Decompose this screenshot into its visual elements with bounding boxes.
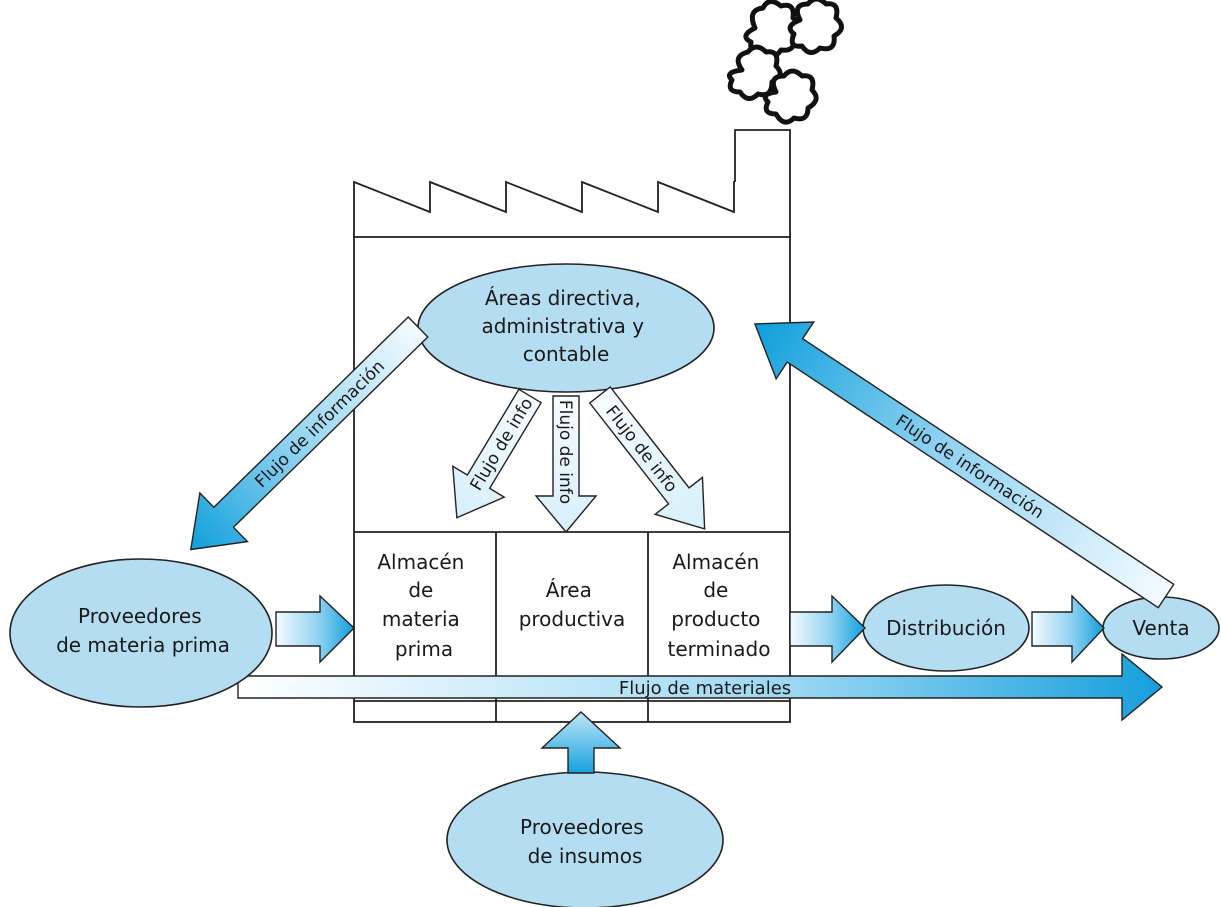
flow-arrow-warehouse-to-distribution [789,594,866,664]
distribution-node: Distribución [862,584,1030,672]
info-flow-arrow-left: Flujo de información [189,316,429,551]
management-areas-node: Áreas directiva, administrativa y contab… [417,263,715,393]
flow-arrow-distribution-to-sale [1031,594,1105,664]
flow-arrow-suppliers-to-warehouse [275,594,356,664]
materials-flow-arrow: Flujo de materiales [237,652,1164,722]
svg-text:Flujo de materiales: Flujo de materiales [619,678,791,699]
raw-material-suppliers-node: Proveedores de materia prima [9,558,273,708]
smoke-cloud-icon [727,0,844,125]
info-down-arrow-2: Flujo de info [534,395,598,534]
supply-providers-node: Proveedores de insumos [446,771,724,907]
svg-text:Proveedores de materia p: Proveedores de materia prima [56,604,230,657]
finished-warehouse-label: Almacén de producto terminado [668,550,771,661]
svg-text:Venta: Venta [1132,616,1189,640]
factory-roof-icon [353,180,735,237]
svg-text:Flujo de info: Flujo de info [601,402,681,497]
svg-text:Flujo de información: Flujo de información [251,357,389,493]
svg-text:Flujo de info: Flujo de info [555,400,575,504]
chimney-icon [734,129,791,237]
info-down-arrow-1: Flujo de info [451,388,543,519]
sale-node: Venta [1102,596,1220,660]
flow-arrow-supplies-up [540,711,622,774]
svg-text:Flujo de info: Flujo de info [467,395,538,495]
svg-text:Proveedores de insumos: Proveedores de insumos [520,815,650,868]
svg-text:Áreas directiva, adminis: Áreas directiva, administrativa y contab… [481,286,650,366]
info-flow-arrow-right: Flujo de información [753,321,1175,609]
svg-text:Flujo de información: Flujo de información [892,411,1048,523]
info-down-arrow-3: Flujo de info [588,386,706,530]
raw-warehouse-label: Almacén de materia prima [377,550,470,661]
svg-text:Distribución: Distribución [886,616,1006,640]
production-area-label: Área productiva [519,578,626,631]
